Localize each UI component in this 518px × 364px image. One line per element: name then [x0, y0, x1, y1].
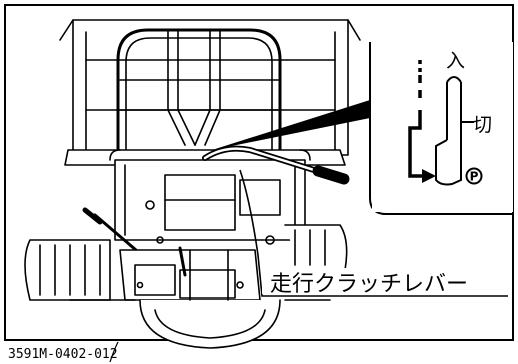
park-position-symbol: P — [465, 167, 483, 185]
lever-caption: 走行クラッチレバー — [239, 169, 512, 297]
lever-position-inset: P 入 切 — [369, 42, 513, 215]
arrow-down-icon — [408, 110, 424, 178]
park-label: P — [470, 170, 479, 184]
position-off-label: 切 — [473, 114, 492, 136]
figure-code: 3591M-0402-012 — [8, 347, 118, 362]
arrow-right-icon — [422, 169, 436, 183]
callout-wedge — [212, 100, 370, 150]
position-on-label: 入 — [446, 50, 465, 72]
travel-clutch-lever — [202, 145, 350, 185]
machine-illustration — [24, 19, 361, 349]
lever-name-label: 走行クラッチレバー — [270, 272, 468, 297]
